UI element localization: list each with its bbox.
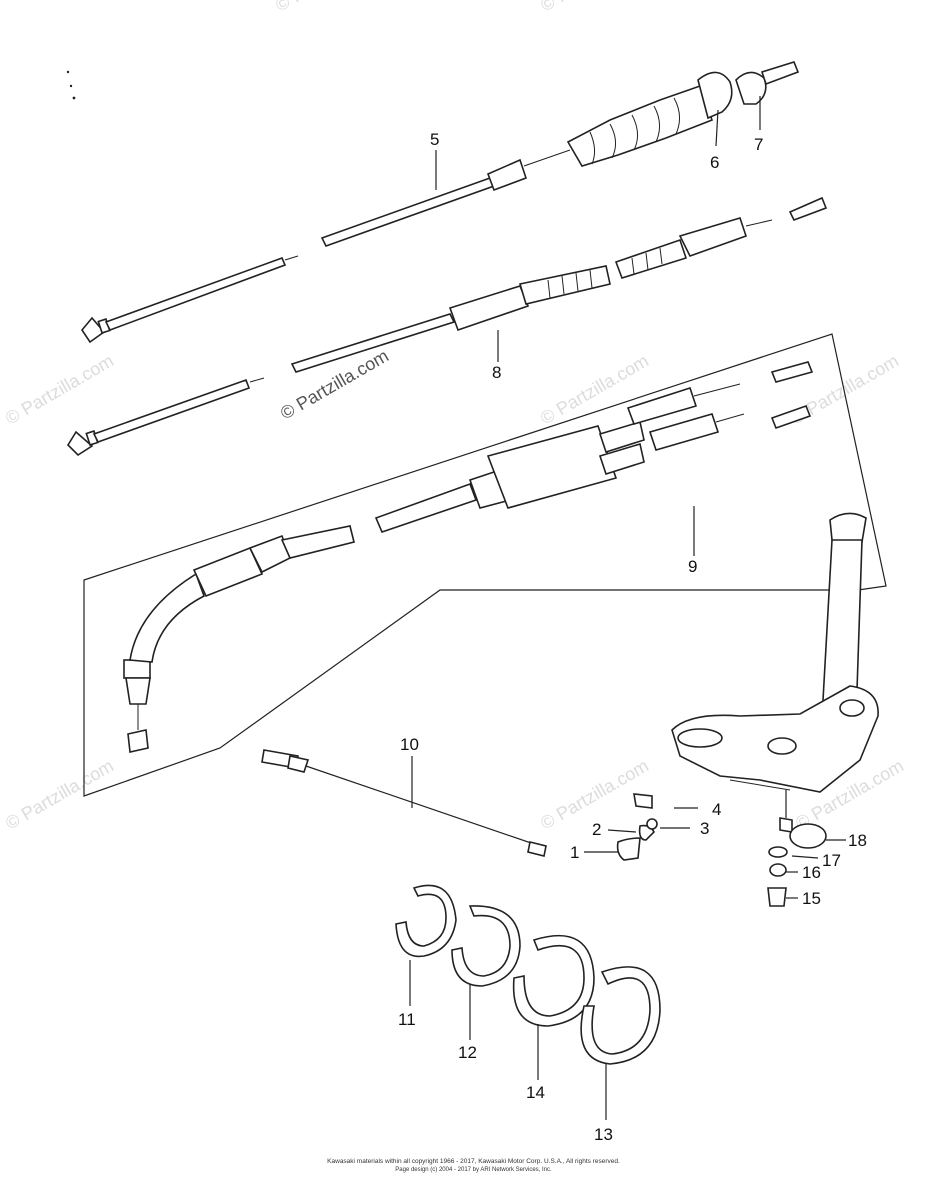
callout-7[interactable]: 7 — [754, 135, 763, 154]
copyright-line-1: Kawasaki materials within all copyright … — [327, 1158, 620, 1165]
callout-13[interactable]: 13 — [594, 1125, 613, 1144]
callout-3[interactable]: 3 — [700, 819, 709, 838]
cable-part-9 — [123, 361, 814, 753]
watermark: © Partzilla.com — [2, 755, 117, 833]
callout-15[interactable]: 15 — [802, 889, 821, 908]
hardware-parts-15-18 — [767, 817, 827, 907]
callout-12[interactable]: 12 — [458, 1043, 477, 1062]
callout-14[interactable]: 14 — [526, 1083, 545, 1102]
steering-stem — [671, 512, 879, 793]
watermark: © Partzilla.com — [537, 0, 652, 15]
leader-lines — [409, 96, 846, 1120]
callout-9[interactable]: 9 — [688, 557, 697, 576]
group-outline-part-9 — [83, 333, 887, 797]
callout-16[interactable]: 16 — [802, 863, 821, 882]
callout-4[interactable]: 4 — [712, 800, 721, 819]
callout-18[interactable]: 18 — [848, 831, 867, 850]
callout-11[interactable]: 11 — [398, 1010, 416, 1029]
callout-5[interactable]: 5 — [430, 130, 439, 149]
watermark: © Partzilla.com — [2, 350, 117, 428]
watermark: © Partzilla.com — [272, 0, 387, 15]
callouts: 5 6 7 8 9 10 4 3 2 1 18 17 16 15 11 12 1… — [398, 130, 867, 1144]
callout-6[interactable]: 6 — [710, 153, 719, 172]
cable-part-8 — [66, 196, 828, 457]
hardware-parts-1-4 — [616, 793, 658, 861]
cable-part-5 — [81, 149, 571, 344]
copyright-line-2: Page design (c) 2004 - 2017 by ARI Netwo… — [395, 1167, 552, 1173]
callout-1[interactable]: 1 — [570, 843, 579, 862]
callout-8[interactable]: 8 — [492, 363, 501, 382]
fitting-part-7 — [735, 61, 800, 105]
callout-10[interactable]: 10 — [400, 735, 419, 754]
cable-clamps — [395, 884, 661, 1065]
specks — [66, 70, 76, 100]
boot-part-6 — [566, 71, 733, 167]
cable-part-10 — [261, 749, 547, 857]
callout-17[interactable]: 17 — [822, 851, 841, 870]
callout-2[interactable]: 2 — [592, 820, 601, 839]
